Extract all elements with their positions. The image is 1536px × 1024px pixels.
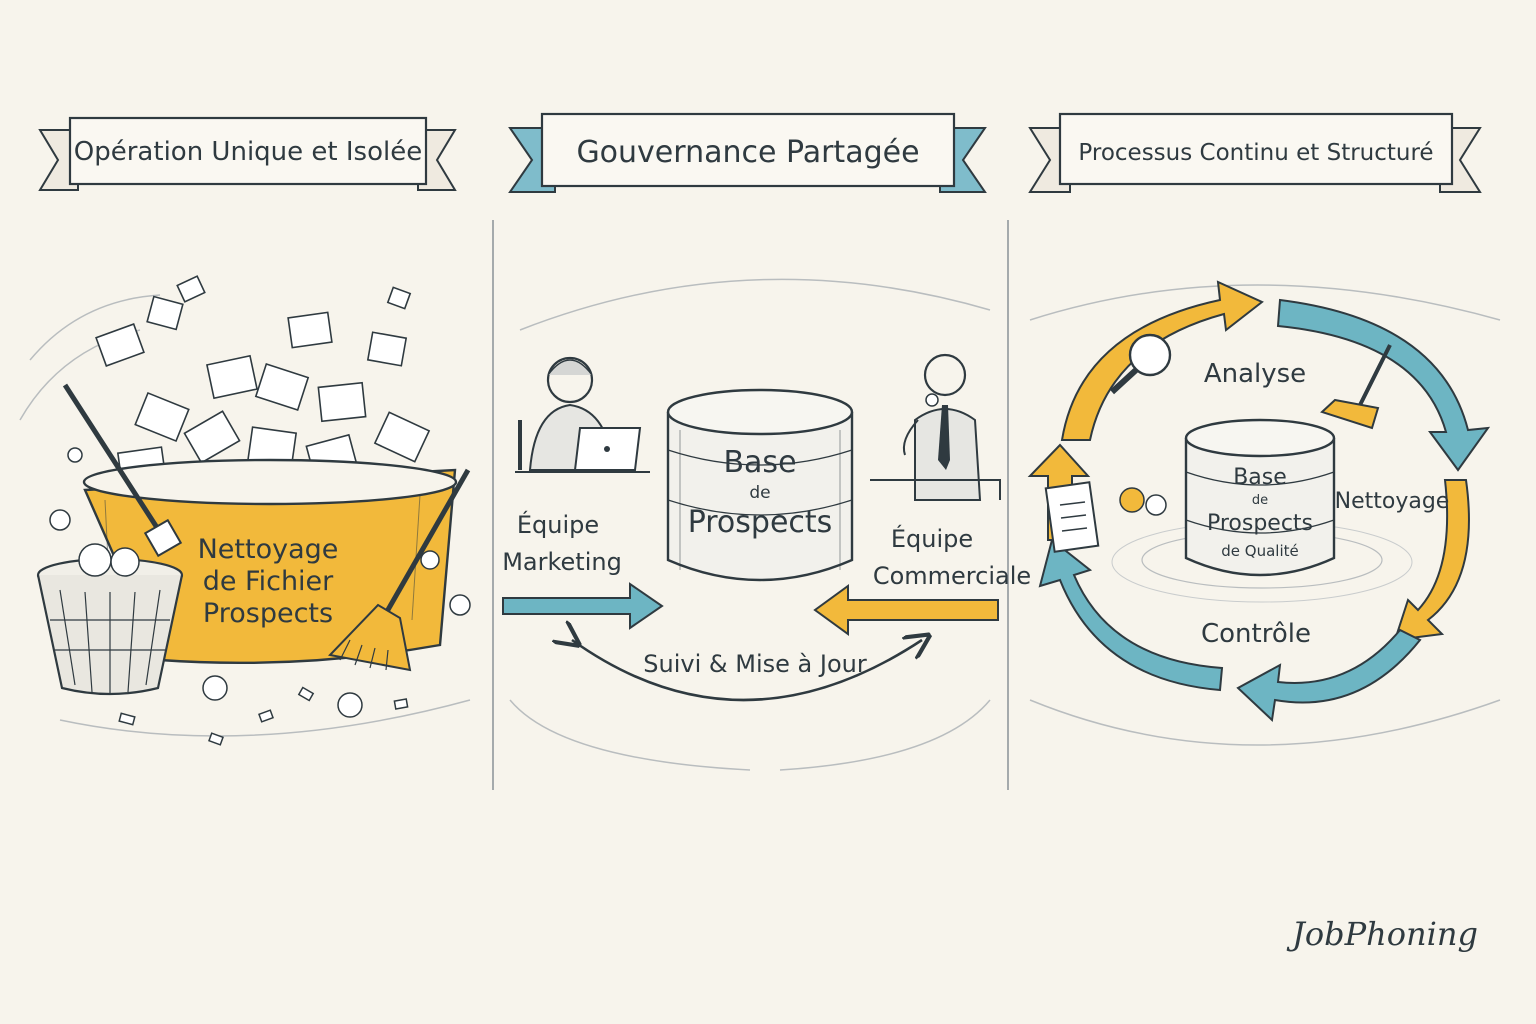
- loop-label: Suivi & Mise à Jour: [643, 650, 867, 678]
- arrow-sales-to-db: [813, 584, 999, 636]
- mop-icon: [62, 383, 183, 558]
- debris: [49, 447, 471, 746]
- quality-db-label-line3: Prospects: [1207, 511, 1313, 536]
- banner-left-title: Opération Unique et Isolée: [74, 137, 422, 167]
- cycle-arrow-controle: [1236, 628, 1422, 723]
- cycle-arrow-nettoyage: [1276, 298, 1491, 472]
- right-panel: Base de Prospects de Qualité Analyse Net…: [1027, 280, 1501, 746]
- database-icon: [666, 388, 854, 582]
- team-marketing-line1: Équipe: [517, 510, 599, 539]
- bucket-label-line3: Prospects: [203, 598, 333, 629]
- laptop-icon: [573, 427, 642, 471]
- step-controle: Contrôle: [1201, 619, 1311, 649]
- clipboard-icon: [1044, 481, 1100, 553]
- broom-icon: [327, 468, 471, 672]
- bucket-label-line2: de Fichier: [203, 566, 334, 597]
- banner-middle-title: Gouvernance Partagée: [576, 135, 919, 170]
- quality-db-label-line2: de: [1252, 493, 1268, 508]
- quality-database-icon: [1184, 418, 1336, 577]
- team-sales-line1: Équipe: [891, 524, 973, 553]
- banner-middle: Gouvernance Partagée: [508, 112, 987, 193]
- quality-db-label-line1: Base: [1233, 465, 1287, 490]
- broom-icon-cycle: [1320, 344, 1392, 430]
- arrow-marketing-to-db: [502, 582, 664, 630]
- db-label-line3: Prospects: [688, 505, 833, 540]
- banner-left: Opération Unique et Isolée: [38, 116, 457, 191]
- team-sales-line2: Commerciale: [873, 562, 1031, 590]
- brand-logo: JobPhoning: [1286, 915, 1478, 953]
- banner-right: Processus Continu et Structuré: [1028, 112, 1482, 193]
- team-marketing-line2: Marketing: [502, 548, 622, 576]
- quality-db-label-line4: de Qualité: [1221, 542, 1298, 560]
- chart-icon: [1119, 487, 1167, 516]
- magnifier-icon: [1109, 333, 1172, 395]
- loop-arrow: [572, 640, 922, 702]
- step-analyse: Analyse: [1204, 359, 1306, 389]
- db-label-line1: Base: [723, 445, 796, 480]
- bucket: [82, 458, 458, 665]
- left-panel: Nettoyage de Fichier Prospects: [19, 275, 471, 746]
- banner-right-title: Processus Continu et Structuré: [1078, 140, 1433, 166]
- sales-person: [870, 353, 1001, 501]
- cycle-arrow-analyse: [1060, 280, 1264, 441]
- trash-bin-icon: [36, 543, 184, 696]
- step-nettoyage: Nettoyage: [1335, 489, 1450, 514]
- middle-panel: Base de Prospects Équipe Marketing Équip…: [502, 278, 1031, 771]
- bucket-label-line1: Nettoyage: [198, 534, 339, 565]
- db-label-line2: de: [749, 483, 770, 503]
